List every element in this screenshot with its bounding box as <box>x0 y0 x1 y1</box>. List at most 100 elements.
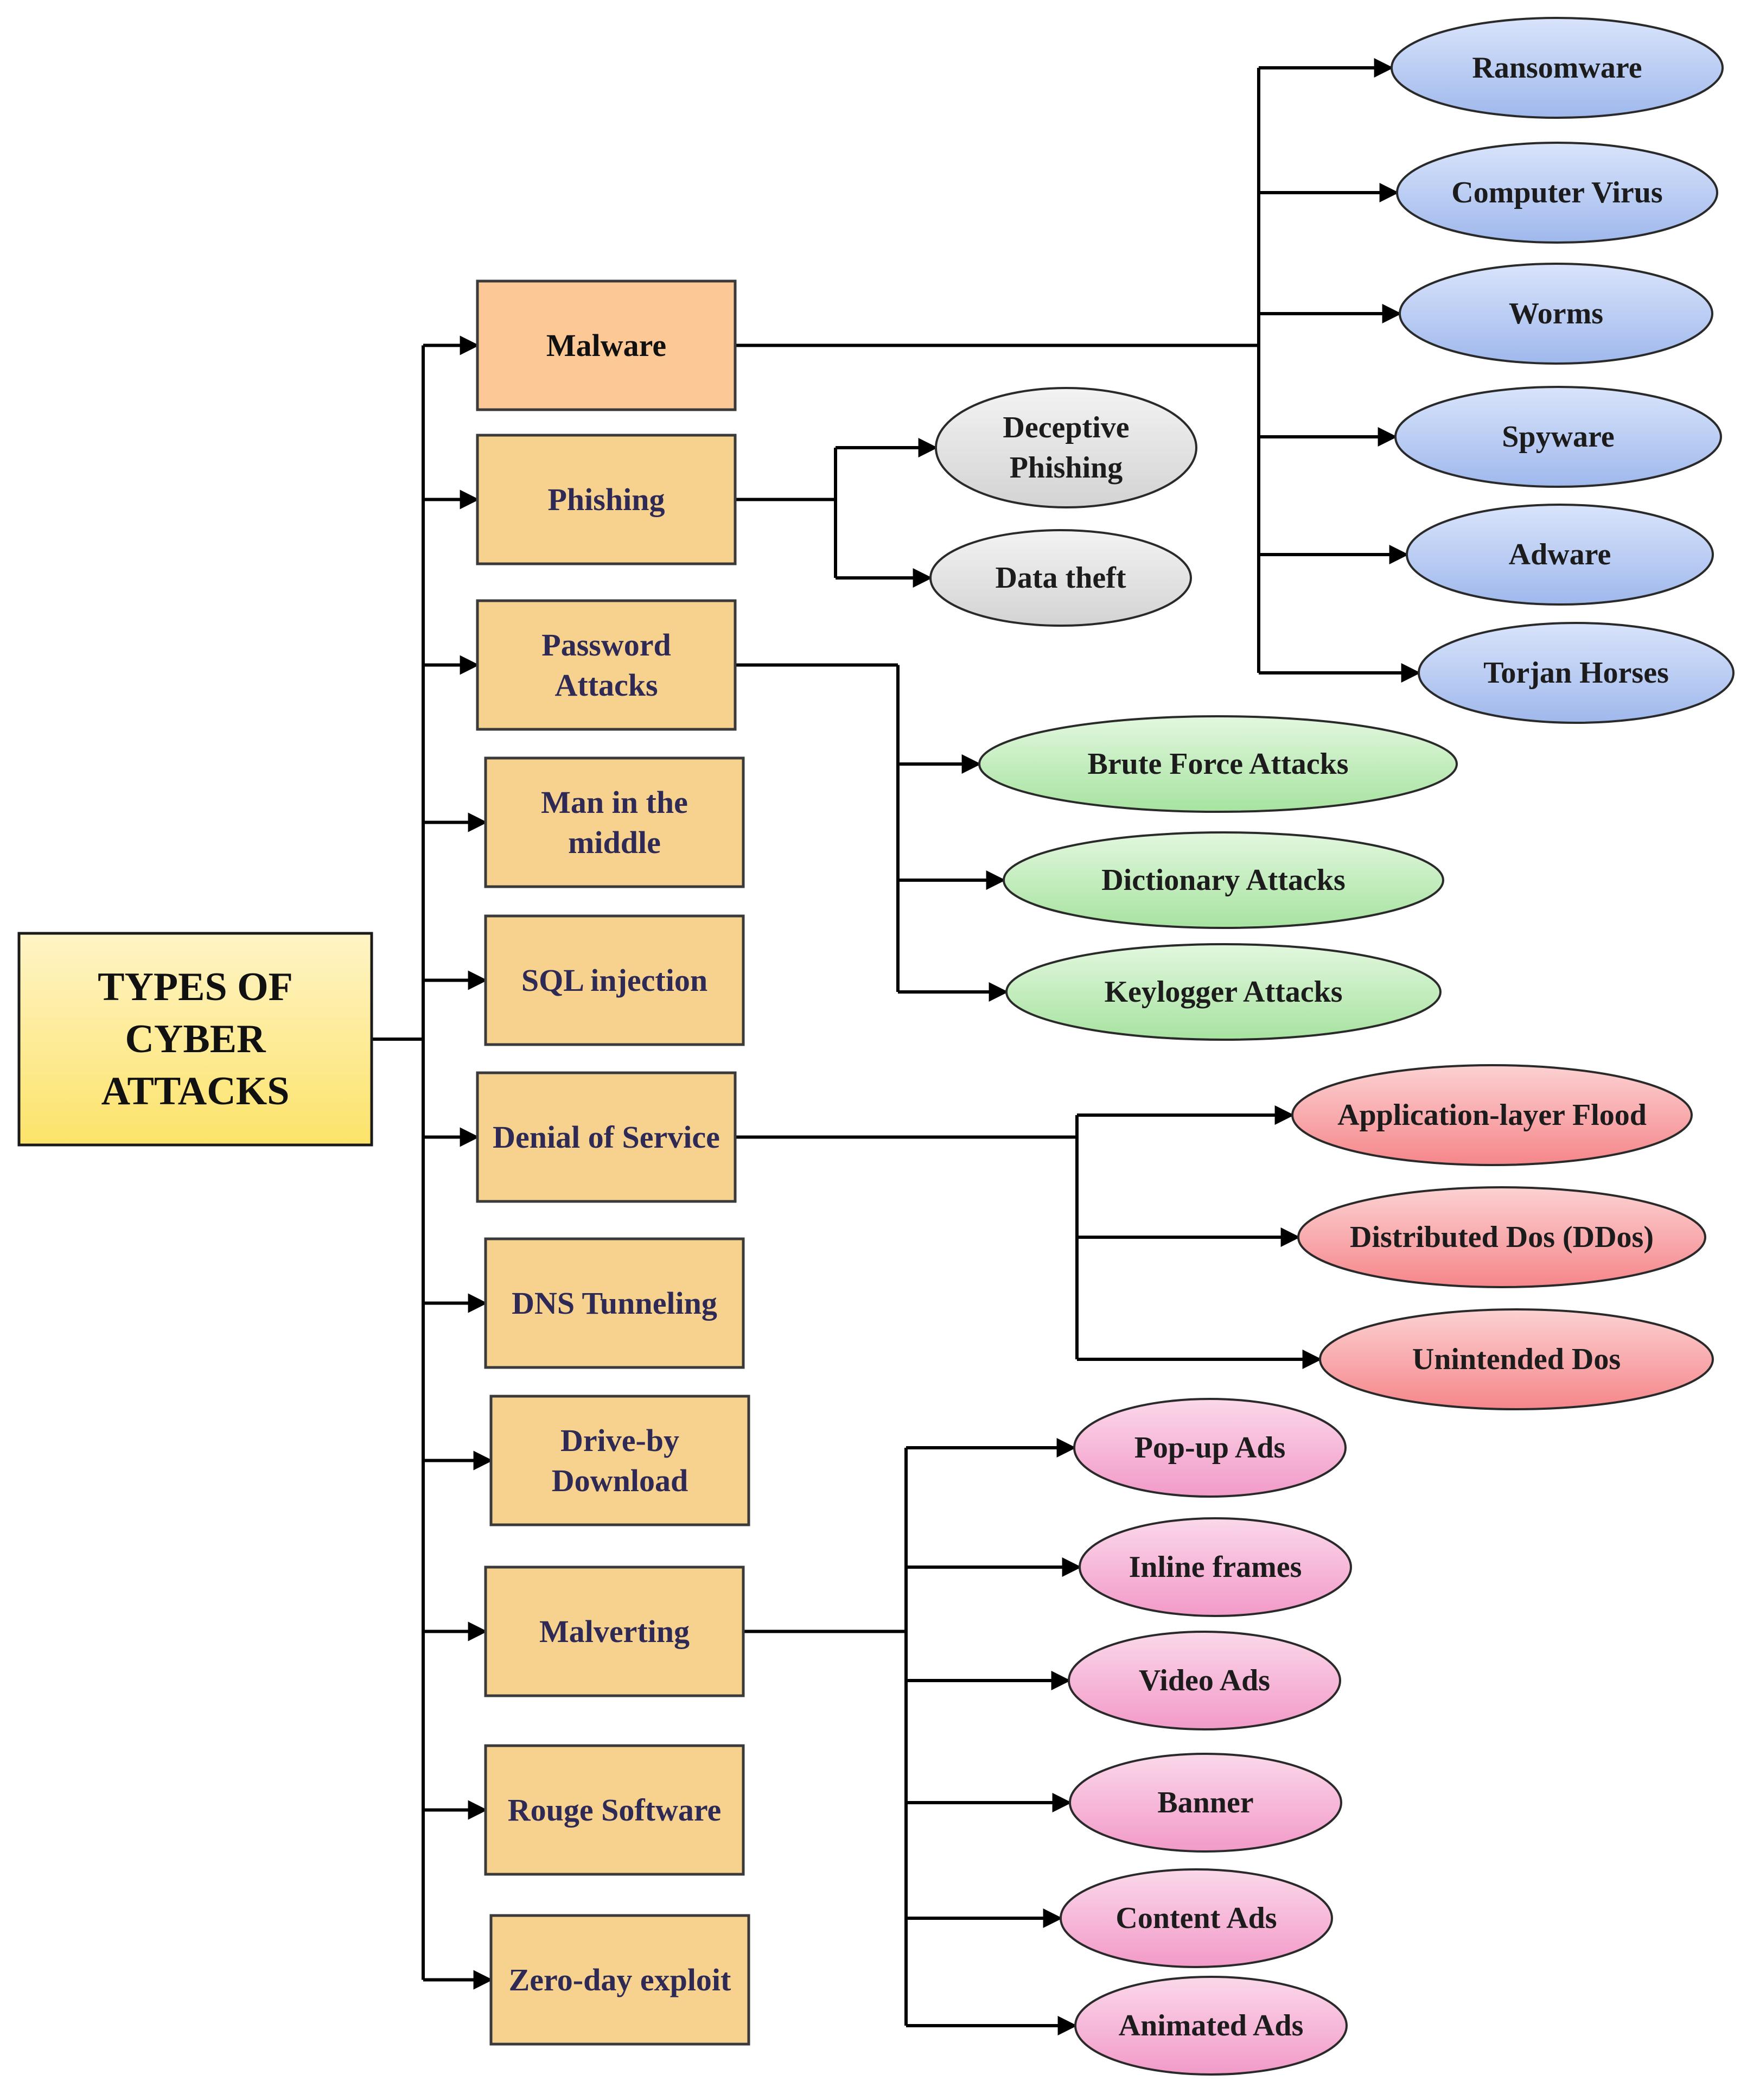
category-label: Attacks <box>554 667 658 703</box>
category-malverting: Malverting <box>484 1566 745 1697</box>
leaf-label: Unintended Dos <box>1412 1342 1621 1376</box>
leaf-label: Worms <box>1509 297 1603 330</box>
leaf-label: Animated Ads <box>1119 2009 1304 2042</box>
root-box <box>17 932 373 1147</box>
leaf-ellipse <box>1005 943 1442 1041</box>
category-phishing: Phishing <box>476 434 737 565</box>
category-box <box>489 1914 750 2046</box>
leaf-label: Computer Virus <box>1451 176 1662 209</box>
leaf-label: Data theft <box>995 561 1126 595</box>
leaf-label: Inline frames <box>1129 1550 1302 1584</box>
category-label: Malverting <box>539 1614 690 1649</box>
category-label: Password <box>541 627 671 663</box>
category-dns: DNS Tunneling <box>484 1237 745 1369</box>
root-label: CYBER <box>125 1017 266 1061</box>
category-label: SQL injection <box>521 963 707 998</box>
leaf-ellipse <box>1291 1064 1693 1166</box>
connector-lines <box>372 58 1421 2035</box>
root-node: TYPES OF CYBER ATTACKS <box>17 932 373 1147</box>
root-label: ATTACKS <box>101 1069 290 1113</box>
leaf-label: Ransomware <box>1472 51 1642 85</box>
leaf-ellipse <box>1069 1753 1342 1853</box>
category-box <box>484 1744 745 1876</box>
category-box <box>484 1566 745 1697</box>
leaf-label: Application-layer Flood <box>1337 1098 1647 1132</box>
leaf-ellipse <box>1068 1631 1341 1730</box>
category-label: Phishing <box>548 482 665 517</box>
leaf-dos: Unintended Dos <box>1319 1308 1714 1410</box>
leaf-label: Keylogger Attacks <box>1104 975 1342 1009</box>
leaf-label: Adware <box>1509 538 1611 571</box>
category-malware: Malware <box>476 279 737 411</box>
leaf-label: Torjan Horses <box>1483 656 1669 690</box>
leaf-label: Pop-up Ads <box>1134 1431 1286 1465</box>
category-box <box>484 914 745 1046</box>
leaf-ellipse <box>1079 1517 1352 1617</box>
leaf-phishing: Data theft <box>929 529 1192 627</box>
leaf-ellipse <box>1396 142 1718 244</box>
leaf-malverting: Inline frames <box>1079 1517 1352 1617</box>
category-label: Zero-day exploit <box>509 1962 731 1997</box>
leaf-label: Banner <box>1157 1786 1253 1819</box>
category-label: Drive-by <box>560 1423 679 1458</box>
category-box <box>484 756 745 888</box>
leaf-malware: Ransomware <box>1391 17 1724 119</box>
leaf-label: Dictionary Attacks <box>1101 863 1346 897</box>
leaf-malverting: Pop-up Ads <box>1073 1398 1347 1498</box>
category-label: Man in the <box>541 785 688 820</box>
category-box <box>476 434 737 565</box>
leaf-ellipse <box>935 387 1197 508</box>
leaf-ellipse <box>1297 1186 1706 1288</box>
leaf-malverting: Banner <box>1069 1753 1342 1853</box>
leaf-ellipse <box>978 715 1458 813</box>
category-mitm: Man in the middle <box>484 756 745 888</box>
category-label: Rouge Software <box>508 1792 722 1828</box>
leaf-malverting: Video Ads <box>1068 1631 1341 1730</box>
leaf-malware: Worms <box>1399 263 1713 365</box>
root-label: TYPES OF <box>98 965 293 1009</box>
leaf-label: Video Ads <box>1139 1664 1270 1697</box>
category-box <box>484 1237 745 1369</box>
category-box <box>489 1395 750 1526</box>
leaf-malware: Spyware <box>1394 386 1722 488</box>
leaf-ellipse <box>1074 1976 1348 2076</box>
leaf-password: Brute Force Attacks <box>978 715 1458 813</box>
leaf-dos: Distributed Dos (DDos) <box>1297 1186 1706 1288</box>
category-box <box>476 599 737 731</box>
leaf-ellipse <box>1418 622 1735 724</box>
diagram-nodes: TYPES OF CYBER ATTACKS MalwarePhishingPassw… <box>17 17 1735 2076</box>
leaf-ellipse <box>1406 504 1714 606</box>
leaf-ellipse <box>1073 1398 1347 1498</box>
leaf-dos: Application-layer Flood <box>1291 1064 1693 1166</box>
leaf-malverting: Animated Ads <box>1074 1976 1348 2076</box>
category-label: Download <box>552 1463 688 1498</box>
leaf-ellipse <box>1391 17 1724 119</box>
category-box <box>476 279 737 411</box>
leaf-ellipse <box>1060 1868 1333 1968</box>
category-box <box>476 1071 737 1203</box>
leaf-ellipse <box>929 529 1192 627</box>
category-rouge: Rouge Software <box>484 1744 745 1876</box>
leaf-password: Keylogger Attacks <box>1005 943 1442 1041</box>
leaf-malverting: Content Ads <box>1060 1868 1333 1968</box>
leaf-label: Brute Force Attacks <box>1087 747 1348 781</box>
leaf-label: Content Ads <box>1115 1901 1277 1935</box>
leaf-label: Deceptive <box>1003 411 1129 444</box>
category-label: Denial of Service <box>493 1119 720 1155</box>
leaf-malware: Computer Virus <box>1396 142 1718 244</box>
leaf-malware: Adware <box>1406 504 1714 606</box>
leaf-label: Phishing <box>1010 451 1123 485</box>
leaf-ellipse <box>1394 386 1722 488</box>
leaf-ellipse <box>1399 263 1713 365</box>
category-label: middle <box>568 825 661 860</box>
leaf-malware: Torjan Horses <box>1418 622 1735 724</box>
category-zeroday: Zero-day exploit <box>489 1914 750 2046</box>
category-label: Malware <box>546 328 666 363</box>
leaf-label: Spyware <box>1502 420 1614 454</box>
leaf-password: Dictionary Attacks <box>1003 831 1444 929</box>
leaf-ellipse <box>1003 831 1444 929</box>
leaf-ellipse <box>1319 1308 1714 1410</box>
